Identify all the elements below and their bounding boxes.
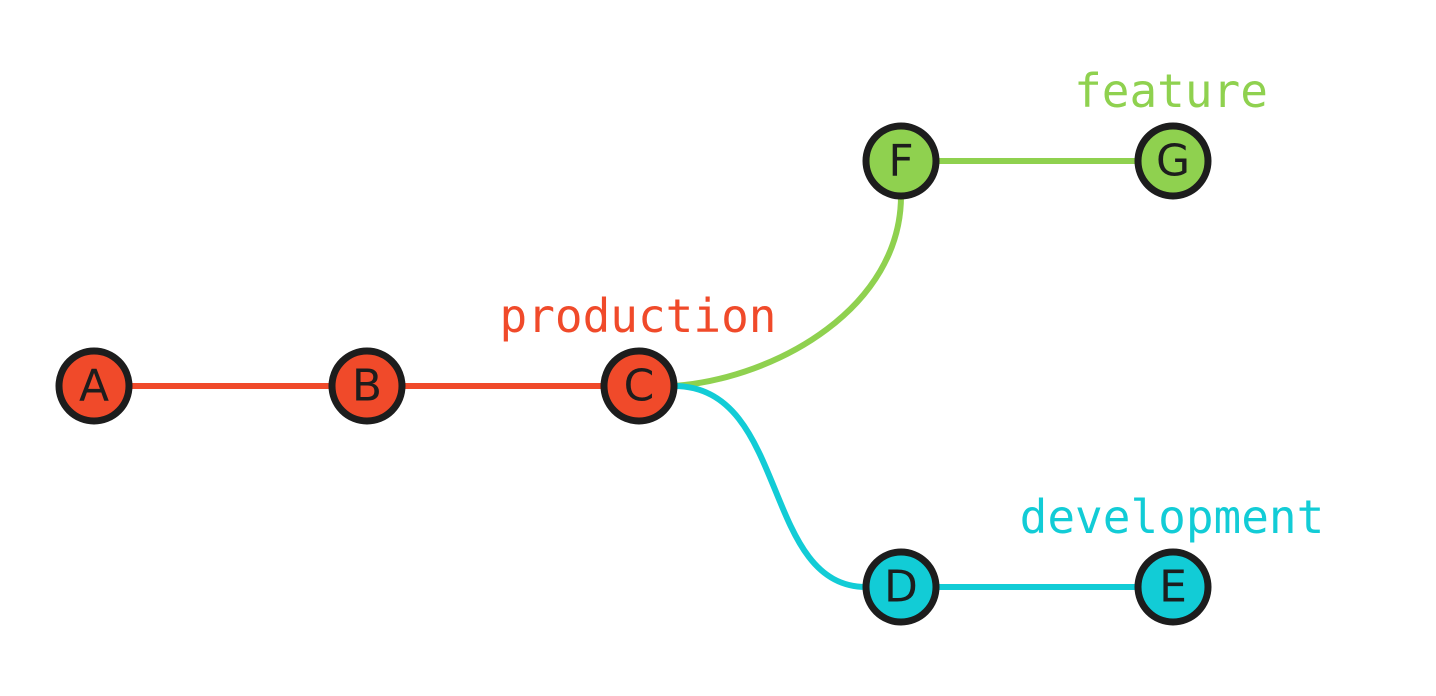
- commit-node-b[interactable]: B: [328, 347, 406, 425]
- commit-label-g: G: [1156, 136, 1190, 187]
- branch-label-development: development: [1020, 490, 1325, 544]
- branch-label-feature: feature: [1074, 64, 1268, 118]
- commit-label-f: F: [888, 136, 913, 187]
- commit-label-b: B: [352, 361, 382, 412]
- commit-node-c[interactable]: C: [600, 347, 678, 425]
- edge-c-f: [673, 195, 904, 389]
- commit-label-c: C: [624, 361, 655, 412]
- commit-circle-e: [1134, 548, 1212, 626]
- commit-circle-b: [328, 347, 406, 425]
- commit-circle-g: [1134, 122, 1212, 200]
- commit-circle-d: [862, 548, 940, 626]
- commit-circle-c: [600, 347, 678, 425]
- commit-node-g[interactable]: G: [1134, 122, 1212, 200]
- commit-node-e[interactable]: E: [1134, 548, 1212, 626]
- commit-label-e: E: [1159, 562, 1187, 613]
- commit-node-a[interactable]: A: [55, 347, 133, 425]
- branch-label-production: production: [500, 289, 777, 343]
- nodes-layer: A B C F G D E: [55, 122, 1212, 626]
- branch-labels: production feature development: [500, 64, 1325, 544]
- edge-c-d: [673, 383, 867, 590]
- commit-node-f[interactable]: F: [862, 122, 940, 200]
- edges-layer: [129, 158, 1138, 590]
- commit-circle-f: [862, 122, 940, 200]
- commit-label-a: A: [79, 361, 109, 412]
- commit-circle-a: [55, 347, 133, 425]
- commit-label-d: D: [884, 562, 918, 613]
- commit-node-d[interactable]: D: [862, 548, 940, 626]
